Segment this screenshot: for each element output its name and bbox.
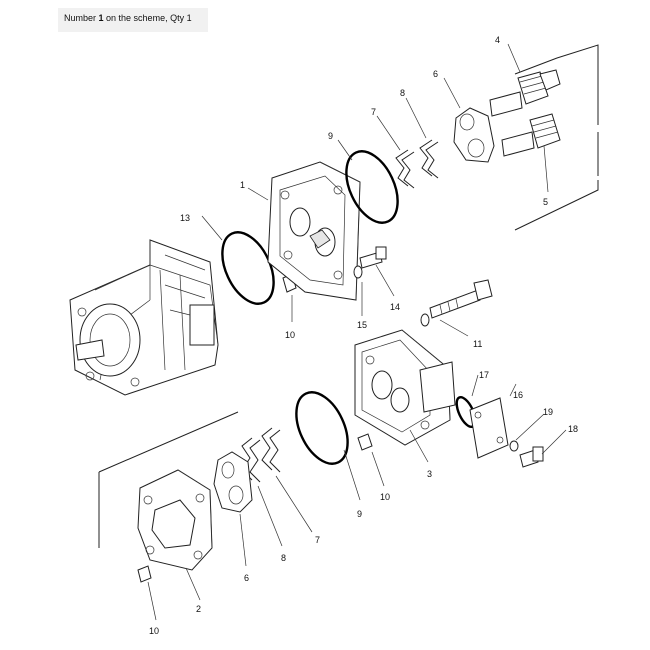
callout-19: 19 bbox=[543, 407, 553, 417]
callout-3: 3 bbox=[427, 469, 432, 479]
pump-assembly bbox=[69, 239, 219, 396]
callout-2: 2 bbox=[196, 604, 201, 614]
washer-11 bbox=[420, 313, 430, 327]
caption-bar bbox=[58, 8, 208, 32]
callout-5: 5 bbox=[543, 197, 548, 207]
long-bolt-11 bbox=[429, 279, 493, 319]
callout-10-upper: 10 bbox=[285, 330, 295, 340]
callout-6-upper: 6 bbox=[433, 69, 438, 79]
bolt-18 bbox=[519, 446, 544, 468]
seal-7-lower bbox=[261, 427, 281, 473]
caption-number: 1 bbox=[98, 13, 104, 23]
callout-11: 11 bbox=[473, 339, 482, 349]
seal-8-upper bbox=[419, 139, 439, 179]
flange-2 bbox=[137, 469, 213, 571]
washer-15 bbox=[353, 265, 363, 279]
caption-suffix: on the scheme, Qty 1 bbox=[103, 13, 192, 23]
callout-8-lower: 8 bbox=[281, 553, 286, 563]
callout-15: 15 bbox=[357, 320, 367, 330]
oring-9-upper bbox=[345, 150, 399, 224]
callout-10-lower: 10 bbox=[149, 626, 159, 636]
wear-plate-6-lower bbox=[213, 451, 253, 513]
callout-8-upper: 8 bbox=[400, 88, 405, 98]
bottom-bracket-line bbox=[98, 411, 239, 548]
callout-1: 1 bbox=[240, 180, 245, 190]
caption-prefix: Number bbox=[64, 13, 99, 23]
seal-7-upper bbox=[395, 149, 415, 189]
diagram-caption: Number 1 on the scheme, Qty 1 bbox=[64, 13, 192, 23]
oring-9-lower bbox=[295, 391, 349, 465]
callout-16: 16 bbox=[513, 390, 523, 400]
washer-19 bbox=[509, 440, 519, 452]
callout-9-lower: 9 bbox=[357, 509, 362, 519]
callout-18: 18 bbox=[568, 424, 578, 434]
dowel-pin-10-lower bbox=[137, 565, 152, 583]
callout-7-lower: 7 bbox=[315, 535, 320, 545]
rear-housing-3 bbox=[354, 329, 456, 446]
wear-plate-6-upper bbox=[453, 107, 495, 163]
callout-10-middle: 10 bbox=[380, 492, 390, 502]
leader-lines bbox=[147, 43, 567, 621]
callout-4: 4 bbox=[495, 35, 500, 45]
cover-16 bbox=[469, 397, 509, 459]
callout-6-lower: 6 bbox=[244, 573, 249, 583]
driven-gear-5 bbox=[501, 113, 561, 157]
callout-7-upper: 7 bbox=[371, 107, 376, 117]
dowel-pin-10-middle bbox=[357, 433, 373, 451]
bolt-14 bbox=[359, 246, 387, 269]
callout-9-upper: 9 bbox=[328, 131, 333, 141]
callout-14: 14 bbox=[390, 302, 400, 312]
cover-plate-1 bbox=[267, 161, 361, 301]
drive-gear-4 bbox=[489, 69, 561, 117]
top-bracket-line bbox=[514, 44, 599, 231]
callout-17: 17 bbox=[479, 370, 489, 380]
callout-13: 13 bbox=[180, 213, 190, 223]
